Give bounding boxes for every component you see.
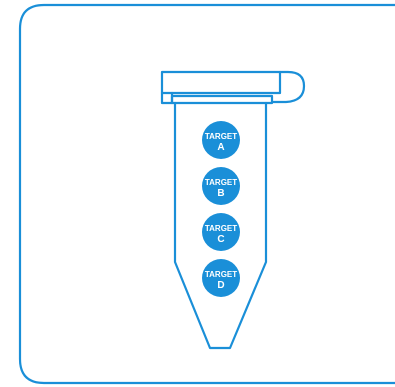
- target-letter: B: [217, 188, 224, 199]
- target-letter: D: [217, 280, 224, 291]
- target-letter: C: [217, 234, 224, 245]
- target-label: TARGET: [205, 270, 237, 279]
- cap-hinge: [272, 72, 304, 102]
- tube-rim: [172, 96, 272, 103]
- tube-cap: [162, 72, 280, 93]
- target-letter: A: [217, 142, 224, 153]
- target-label: TARGET: [205, 178, 237, 187]
- target-label: TARGET: [205, 132, 237, 141]
- cap-tab: [162, 93, 172, 103]
- target-label: TARGET: [205, 224, 237, 233]
- tube-icon: [162, 72, 304, 348]
